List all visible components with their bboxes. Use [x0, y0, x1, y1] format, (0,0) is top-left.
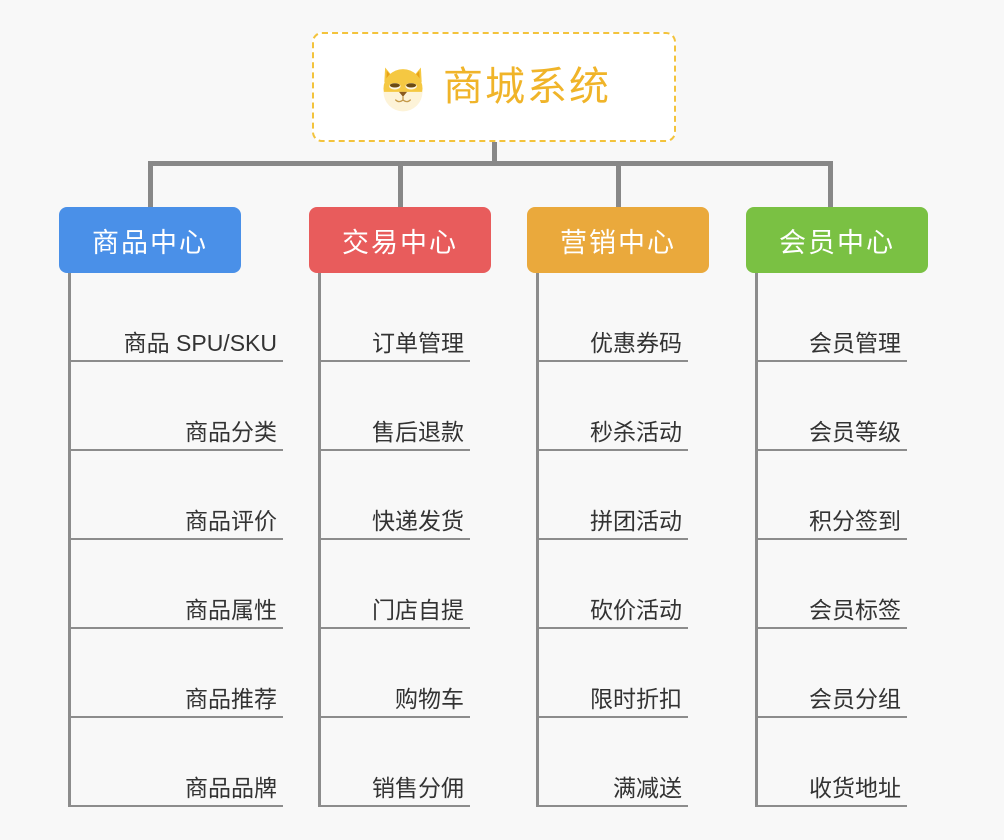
- leaf-spine: [68, 273, 71, 807]
- leaf-spine: [536, 273, 539, 807]
- leaf-label: 商品属性: [185, 596, 277, 623]
- connector-horizontal-bus: [148, 161, 833, 166]
- connector-drop-3: [828, 161, 833, 207]
- leaf-label: 商品品牌: [185, 774, 277, 801]
- leaf-item[interactable]: 会员分组: [755, 629, 907, 718]
- leaf-item[interactable]: 售后退款: [318, 362, 470, 451]
- category-header-trade[interactable]: 交易中心: [309, 207, 491, 273]
- connector-drop-1: [398, 161, 403, 207]
- leaf-label: 限时折扣: [590, 685, 682, 712]
- leaf-label: 秒杀活动: [590, 418, 682, 445]
- leaf-item[interactable]: 门店自提: [318, 540, 470, 629]
- leaf-label: 收货地址: [809, 774, 901, 801]
- leaf-label: 售后退款: [372, 418, 464, 445]
- leaf-label: 商品推荐: [185, 685, 277, 712]
- leaf-label: 门店自提: [372, 596, 464, 623]
- leaf-list-trade: 订单管理 售后退款 快递发货 门店自提 购物车 销售分佣: [318, 273, 470, 807]
- leaf-item[interactable]: 商品评价: [68, 451, 283, 540]
- root-title: 商城系统: [443, 65, 611, 109]
- category-column-trade: 交易中心 订单管理 售后退款 快递发货 门店自提 购物车 销售分佣: [309, 207, 491, 807]
- leaf-label: 快递发货: [372, 507, 464, 534]
- leaf-item[interactable]: 商品属性: [68, 540, 283, 629]
- category-header-product[interactable]: 商品中心: [59, 207, 241, 273]
- dog-face-icon: [377, 61, 429, 113]
- leaf-item[interactable]: 商品品牌: [68, 718, 283, 807]
- leaf-label: 商品分类: [185, 418, 277, 445]
- leaf-item[interactable]: 订单管理: [318, 273, 470, 362]
- leaf-item[interactable]: 购物车: [318, 629, 470, 718]
- category-column-marketing: 营销中心 优惠券码 秒杀活动 拼团活动 砍价活动 限时折扣 满减送: [527, 207, 709, 807]
- leaf-item[interactable]: 销售分佣: [318, 718, 470, 807]
- leaf-label: 会员标签: [809, 596, 901, 623]
- leaf-label: 会员等级: [809, 418, 901, 445]
- leaf-label: 商品 SPU/SKU: [123, 329, 277, 356]
- leaf-item[interactable]: 秒杀活动: [536, 362, 688, 451]
- category-header-member[interactable]: 会员中心: [746, 207, 928, 273]
- leaf-label: 商品评价: [185, 507, 277, 534]
- connector-drop-0: [148, 161, 153, 207]
- leaf-item[interactable]: 快递发货: [318, 451, 470, 540]
- leaf-item[interactable]: 商品推荐: [68, 629, 283, 718]
- leaf-label: 销售分佣: [372, 774, 464, 801]
- leaf-item[interactable]: 积分签到: [755, 451, 907, 540]
- category-header-marketing[interactable]: 营销中心: [527, 207, 709, 273]
- leaf-item[interactable]: 满减送: [536, 718, 688, 807]
- leaf-item[interactable]: 砍价活动: [536, 540, 688, 629]
- leaf-item[interactable]: 商品分类: [68, 362, 283, 451]
- leaf-label: 订单管理: [372, 329, 464, 356]
- leaf-list-marketing: 优惠券码 秒杀活动 拼团活动 砍价活动 限时折扣 满减送: [536, 273, 688, 807]
- leaf-spine: [318, 273, 321, 807]
- leaf-item[interactable]: 优惠券码: [536, 273, 688, 362]
- leaf-label: 砍价活动: [590, 596, 682, 623]
- root-node[interactable]: 商城系统: [312, 32, 676, 142]
- leaf-item[interactable]: 商品 SPU/SKU: [68, 273, 283, 362]
- leaf-item[interactable]: 会员等级: [755, 362, 907, 451]
- leaf-item[interactable]: 限时折扣: [536, 629, 688, 718]
- leaf-item[interactable]: 收货地址: [755, 718, 907, 807]
- connector-drop-2: [616, 161, 621, 207]
- leaf-label: 会员分组: [809, 685, 901, 712]
- leaf-label: 积分签到: [809, 507, 901, 534]
- leaf-spine: [755, 273, 758, 807]
- leaf-item[interactable]: 拼团活动: [536, 451, 688, 540]
- category-column-member: 会员中心 会员管理 会员等级 积分签到 会员标签 会员分组 收货地址: [746, 207, 928, 807]
- leaf-label: 满减送: [613, 774, 682, 801]
- connector-root-stem: [492, 142, 497, 164]
- leaf-list-product: 商品 SPU/SKU 商品分类 商品评价 商品属性 商品推荐 商品品牌: [68, 273, 283, 807]
- category-column-product: 商品中心 商品 SPU/SKU 商品分类 商品评价 商品属性 商品推荐 商品品牌: [59, 207, 283, 807]
- leaf-label: 优惠券码: [590, 329, 682, 356]
- leaf-label: 会员管理: [809, 329, 901, 356]
- leaf-item[interactable]: 会员管理: [755, 273, 907, 362]
- leaf-label: 购物车: [395, 685, 464, 712]
- leaf-item[interactable]: 会员标签: [755, 540, 907, 629]
- leaf-list-member: 会员管理 会员等级 积分签到 会员标签 会员分组 收货地址: [755, 273, 907, 807]
- leaf-label: 拼团活动: [590, 507, 682, 534]
